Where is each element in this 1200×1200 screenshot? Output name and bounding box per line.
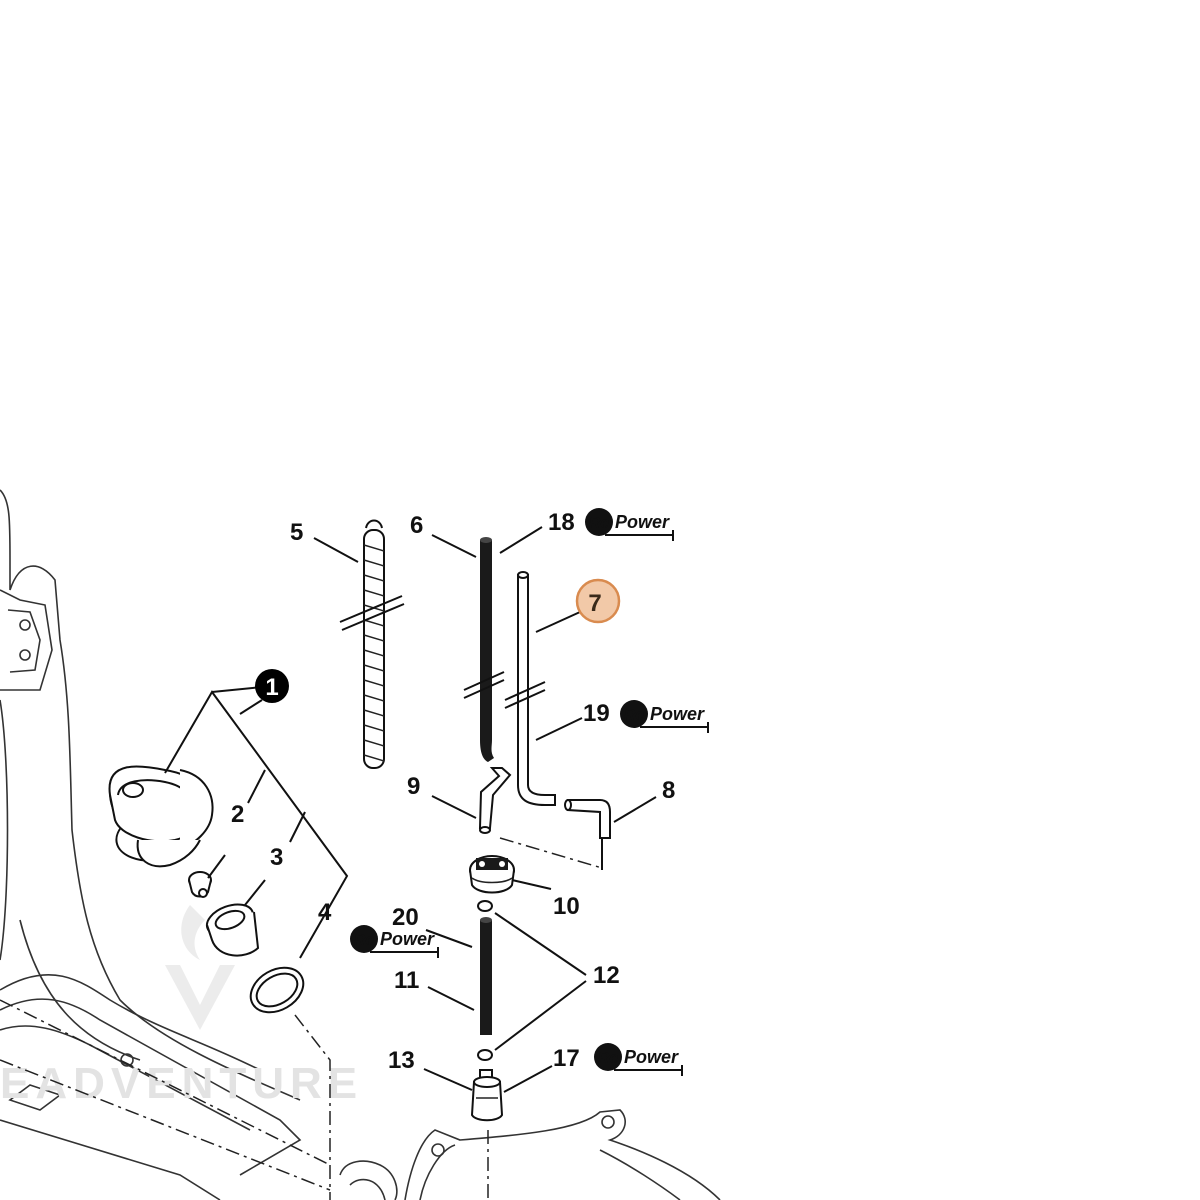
svg-text:Power: Power (615, 512, 670, 532)
repower-badge-19: Re Power (620, 700, 709, 733)
label-12[interactable]: 12 (593, 962, 620, 989)
part-number-labels: 2 3 4 5 6 8 9 10 11 12 13 17 18 19 20 (231, 509, 675, 1074)
label-9[interactable]: 9 (407, 773, 420, 800)
callout-bracket-1 (164, 685, 349, 959)
spiral-protection-hose (339, 519, 405, 769)
watermark-logo: EADVENTURE (0, 905, 363, 1108)
label-17[interactable]: 17 (553, 1045, 580, 1072)
label-13[interactable]: 13 (388, 1047, 415, 1074)
retainer-cup (205, 903, 260, 957)
callout-1-label: 1 (265, 674, 278, 701)
elbow-fitting-9 (478, 767, 512, 834)
label-5[interactable]: 5 (290, 519, 303, 546)
filler-cap (108, 765, 214, 868)
seal-ring (249, 966, 305, 1014)
leader-lines (313, 526, 657, 1093)
repower-badge-17: Re Power (594, 1043, 683, 1076)
label-10[interactable]: 10 (553, 893, 580, 920)
svg-text:Re: Re (624, 707, 645, 724)
svg-text:Re: Re (354, 932, 375, 949)
fuel-filter (470, 1069, 504, 1122)
watermark-text: EADVENTURE (0, 1059, 363, 1108)
svg-text:Re: Re (589, 515, 610, 532)
grommet (469, 855, 515, 894)
dashed-guides (0, 837, 603, 1200)
label-2[interactable]: 2 (231, 801, 244, 828)
o-ring-lower (477, 1049, 493, 1061)
label-20[interactable]: 20 (392, 904, 419, 931)
callout-7-label: 7 (588, 590, 601, 617)
repower-badge-18: Re Power (585, 508, 674, 541)
fuel-hose (463, 537, 505, 762)
label-18[interactable]: 18 (548, 509, 575, 536)
label-3[interactable]: 3 (270, 844, 283, 871)
callout-1[interactable]: 1 (255, 669, 289, 703)
engine-housing-outline (0, 489, 302, 1200)
svg-text:Re: Re (598, 1050, 619, 1067)
fuel-tank-outline (339, 1109, 721, 1200)
o-ring-upper (477, 900, 493, 912)
svg-text:Power: Power (380, 929, 435, 949)
elbow-fitting-8 (564, 799, 611, 839)
label-4[interactable]: 4 (318, 899, 332, 926)
repower-badge-20: Re Power (350, 925, 439, 958)
label-8[interactable]: 8 (662, 777, 675, 804)
svg-text:Power: Power (650, 704, 705, 724)
vent-valve (188, 871, 212, 898)
label-11[interactable]: 11 (394, 967, 419, 994)
svg-text:Power: Power (624, 1047, 679, 1067)
fuel-line (480, 917, 492, 1035)
label-19[interactable]: 19 (583, 700, 610, 727)
vent-hose (504, 571, 556, 806)
label-6[interactable]: 6 (410, 512, 423, 539)
callout-7-highlighted[interactable]: 7 (575, 578, 621, 624)
